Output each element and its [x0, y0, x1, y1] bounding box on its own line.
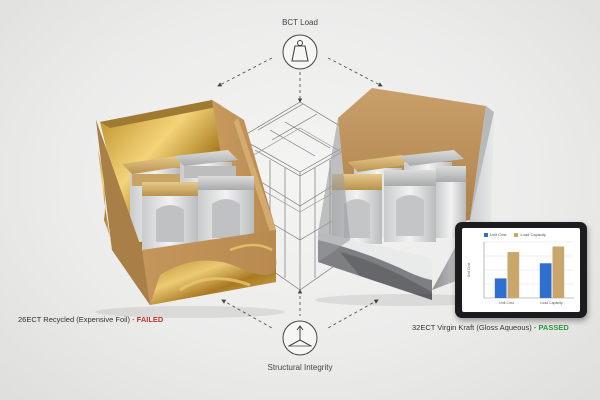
- arrows-3d-icon: [282, 320, 318, 356]
- legend-swatch-0: [484, 232, 488, 237]
- left-box-products: [122, 150, 254, 252]
- legend-swatch-1: [514, 232, 519, 237]
- left-box-shadow: [95, 306, 285, 318]
- right-caption-text: 32ECT Virgin Kraft (Gloss Aqueous) -: [412, 323, 539, 332]
- passed-status: PASSED: [538, 323, 569, 332]
- left-caption: 26ECT Recycled (Expensive Foil) - FAILED: [18, 315, 218, 324]
- x-tick-label-1: Load Capacity: [540, 301, 563, 305]
- legend-label-1: Load Capacity: [520, 232, 547, 237]
- right-box-products: [332, 150, 466, 244]
- weight-icon: [282, 34, 318, 70]
- bar-0-0: [494, 278, 507, 298]
- connector-arrows: [217, 57, 383, 329]
- legend-label-0: Unit Cost: [490, 232, 507, 237]
- y-axis-label: Unit Cost: [467, 263, 471, 277]
- bar-1-0: [539, 263, 552, 298]
- right-caption: 32ECT Virgin Kraft (Gloss Aqueous) - PAS…: [412, 323, 592, 332]
- chart-legend: Unit Cost Load Capacity: [484, 232, 546, 237]
- legend-item-0: Unit Cost: [484, 232, 506, 237]
- failed-status: FAILED: [136, 315, 164, 324]
- bar-0-1: [507, 252, 520, 298]
- left-display-box: [96, 100, 277, 305]
- structural-integrity-label: Structural Integrity: [267, 363, 333, 372]
- right-box-shadow: [315, 294, 495, 306]
- x-tick-label-0: Unit Cost: [499, 301, 513, 305]
- bct-load-label: BCT Load: [282, 18, 318, 27]
- left-caption-text: 26ECT Recycled (Expensive Foil) -: [18, 315, 137, 324]
- legend-item-1: Load Capacity: [514, 232, 546, 237]
- bar-1-1: [552, 246, 565, 298]
